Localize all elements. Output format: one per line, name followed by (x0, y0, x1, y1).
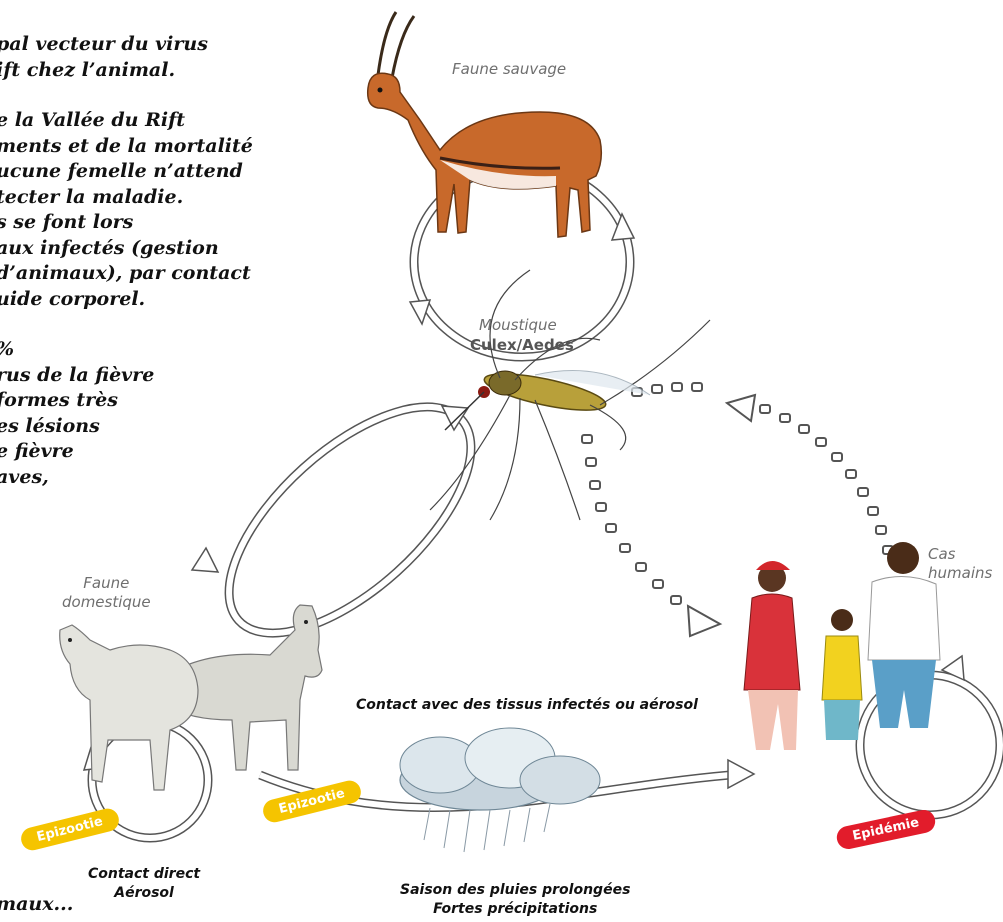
mosquito-to-humans-dashed-arrow (582, 435, 720, 636)
gazelle-illustration (368, 12, 602, 237)
label-culex-aedes: Culex/Aedes (470, 336, 574, 354)
bottom-text-fragment: maux... (0, 893, 73, 915)
label-cas-humains: Cas humains (928, 545, 992, 583)
label-contact-direct: Contact direct Aérosol (88, 865, 200, 903)
label-faune-sauvage: Faune sauvage (452, 60, 566, 78)
rain-cloud-illustration (400, 728, 600, 852)
label-saison-pluies: Saison des pluies prolongées Fortes préc… (400, 881, 630, 919)
mosquito-illustration (430, 270, 710, 520)
humans-illustration (744, 542, 940, 750)
label-faune-domestique: Faune domestique (62, 574, 151, 612)
domestic-cycle-arrow (192, 368, 509, 673)
label-contact-tissus: Contact avec des tissus infectés ou aéro… (356, 697, 698, 713)
label-moustique: Moustique (479, 316, 557, 334)
humans-to-mosquito-dashed-arrow (632, 383, 893, 554)
